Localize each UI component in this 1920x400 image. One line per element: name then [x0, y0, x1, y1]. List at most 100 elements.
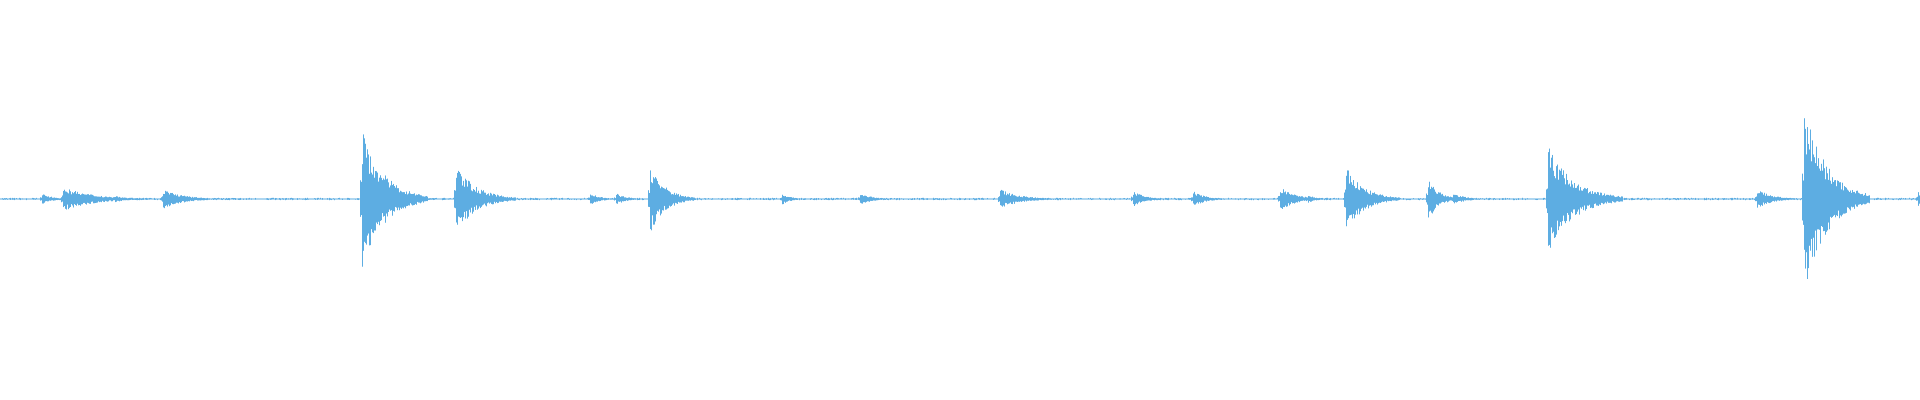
- waveform-bar: [1437, 193, 1438, 205]
- waveform-bar: [537, 198, 538, 201]
- waveform-bar: [1429, 181, 1430, 212]
- waveform-bar: [1583, 189, 1584, 211]
- waveform-bar: [1009, 193, 1010, 204]
- waveform-bar: [268, 198, 269, 201]
- waveform-bar: [1314, 197, 1315, 201]
- waveform-bar: [1244, 198, 1245, 201]
- waveform-bar: [1764, 192, 1765, 205]
- waveform-bar: [1450, 196, 1451, 201]
- waveform-bar: [945, 198, 946, 201]
- waveform-bar: [691, 197, 692, 201]
- waveform-bar: [44, 194, 45, 203]
- waveform-bar: [1144, 196, 1145, 202]
- waveform-bar: [785, 196, 786, 203]
- waveform-bar: [478, 190, 479, 209]
- waveform-bar: [524, 198, 525, 200]
- waveform-bar: [774, 198, 775, 200]
- waveform-bar: [1155, 197, 1156, 200]
- waveform-bar: [79, 193, 80, 205]
- waveform-bar: [667, 189, 668, 209]
- waveform-bar: [1253, 198, 1254, 201]
- waveform-bar: [464, 186, 465, 212]
- waveform-bar: [490, 192, 491, 203]
- waveform-bar: [89, 195, 90, 204]
- waveform-bar: [894, 198, 895, 200]
- waveform-bar: [1552, 154, 1553, 234]
- waveform-bar: [1582, 190, 1583, 207]
- waveform-bar: [1644, 197, 1645, 200]
- waveform-bar: [211, 198, 212, 200]
- waveform-bar: [903, 198, 904, 200]
- waveform-bar: [959, 197, 960, 201]
- waveform-bar: [1010, 195, 1011, 203]
- waveform-bar: [1221, 198, 1222, 200]
- waveform-bar: [334, 198, 335, 201]
- waveform-bar: [288, 198, 289, 200]
- waveform-bar: [559, 198, 560, 201]
- waveform-bar: [308, 198, 309, 200]
- waveform-bar: [465, 178, 466, 219]
- waveform-bar: [862, 195, 863, 204]
- waveform-bar: [1013, 195, 1014, 202]
- waveform-bar: [192, 196, 193, 201]
- waveform-bar: [1286, 194, 1287, 207]
- waveform-bar: [2, 198, 3, 200]
- waveform-bar: [493, 193, 494, 205]
- waveform-bar: [1590, 191, 1591, 208]
- waveform-bar: [592, 195, 593, 204]
- waveform-bar: [581, 198, 582, 200]
- waveform-bar: [435, 197, 436, 200]
- waveform-bar: [366, 157, 367, 245]
- waveform-bar: [428, 198, 429, 200]
- waveform-bar: [1612, 195, 1613, 202]
- waveform-bar: [188, 196, 189, 202]
- waveform-bar: [1051, 198, 1052, 200]
- waveform-bar: [1157, 198, 1158, 201]
- waveform-bar: [628, 197, 629, 201]
- waveform-bar: [58, 198, 59, 200]
- waveform-bar: [1438, 192, 1439, 206]
- waveform-bar: [773, 198, 774, 201]
- waveform-bar: [899, 197, 900, 201]
- waveform-bar: [552, 197, 553, 200]
- waveform-bar: [483, 190, 484, 205]
- waveform-bar: [114, 197, 115, 201]
- waveform-bar: [954, 198, 955, 200]
- waveform-bar: [835, 198, 836, 200]
- waveform-bar: [1852, 189, 1853, 208]
- waveform-bar: [177, 194, 178, 203]
- waveform-bar: [1110, 197, 1111, 200]
- waveform-bar: [1288, 192, 1289, 204]
- waveform-bar: [1708, 198, 1709, 200]
- waveform-bar: [1287, 192, 1288, 207]
- waveform-bar: [1596, 193, 1597, 206]
- waveform-bar: [1209, 197, 1210, 201]
- waveform-bar: [93, 195, 94, 204]
- waveform-bar: [633, 198, 634, 200]
- waveform-bar: [386, 179, 387, 214]
- waveform-bar: [42, 195, 43, 204]
- waveform-bar: [229, 198, 230, 201]
- waveform-bar: [1460, 196, 1461, 201]
- waveform-bar: [1754, 198, 1755, 201]
- waveform-bar: [421, 195, 422, 203]
- waveform-bar: [1427, 195, 1428, 205]
- waveform-bar: [1625, 198, 1626, 200]
- waveform-bar: [1338, 197, 1339, 200]
- waveform-bar: [617, 193, 618, 204]
- waveform-bar: [1854, 191, 1855, 209]
- waveform-bar: [1473, 198, 1474, 201]
- waveform-bar: [168, 192, 169, 205]
- waveform-bar: [1848, 190, 1849, 208]
- waveform-bar: [1505, 197, 1506, 200]
- waveform-bar: [1070, 198, 1071, 201]
- waveform-bar: [1159, 198, 1160, 201]
- waveform-bar: [110, 197, 111, 201]
- waveform-bar: [1465, 196, 1466, 201]
- waveform-bar: [780, 198, 781, 201]
- waveform-bar: [56, 197, 57, 201]
- waveform-bar: [669, 191, 670, 206]
- waveform-bar: [160, 198, 161, 201]
- waveform-bar: [697, 197, 698, 201]
- waveform-bar: [686, 197, 687, 201]
